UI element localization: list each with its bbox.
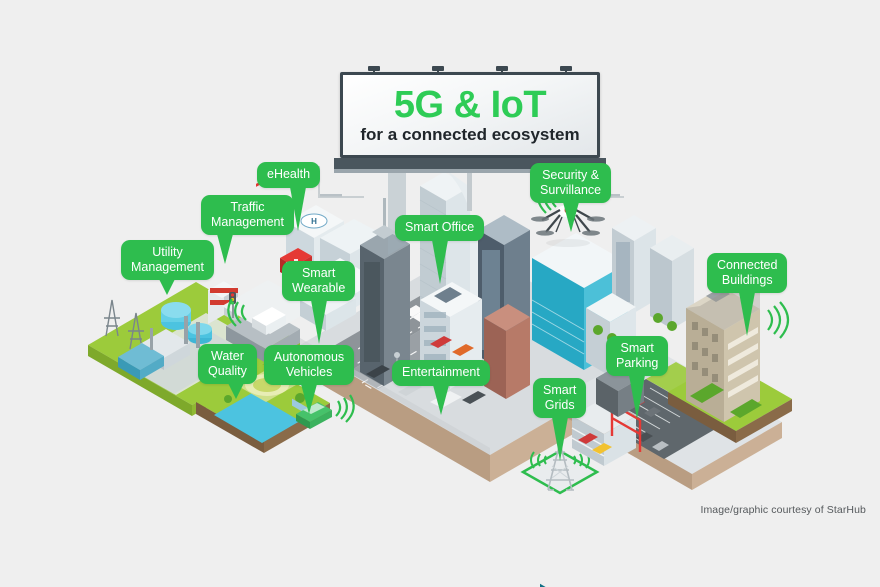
label-pill-tail [432,384,449,415]
billboard: 5G & IoT for a connected ecosystem [318,66,624,211]
label-pill-traffic-management[interactable]: Traffic Management [201,195,294,264]
label-pill-tail [562,202,579,232]
label-pill-tail [431,239,448,284]
billboard-lamp [432,66,444,74]
label-pill-tail [310,300,327,344]
billboard-base-strip [334,169,606,173]
billboard-lamp [560,66,572,74]
label-pill-smart-grids[interactable]: Smart Grids [533,378,587,461]
label-pill-tail [290,186,307,231]
label-pill-connected-buildings[interactable]: Connected Buildings [707,253,788,336]
label-pill-entertainment[interactable]: Entertainment [392,360,490,415]
label-pill-tail [551,417,568,461]
label-pill-tail [301,384,318,414]
label-pill-smart-wearable[interactable]: Smart Wearable [282,261,356,344]
label-pill-text: Water Quality [208,349,247,378]
label-pill-security-survillance[interactable]: Security & Survillance [530,163,612,232]
label-pill-utility-management[interactable]: Utility Management [121,240,214,295]
label-pill-ehealth[interactable]: eHealth [257,162,321,231]
label-pill-text: Entertainment [402,365,480,379]
label-pill-smart-parking[interactable]: Smart Parking [606,336,669,419]
label-pill-smart-office[interactable]: Smart Office [395,215,485,284]
label-pill-text: Utility Management [131,245,204,274]
svg-text:H: H [311,217,317,226]
label-pill-tail [739,292,756,336]
label-pill-autonomous-vehicles[interactable]: Autonomous Vehicles [264,345,355,414]
billboard-subtitle: for a connected ecosystem [360,125,580,144]
billboard-lamp [496,66,508,74]
billboard-title: 5G & IoT [393,84,547,126]
label-pill-text: Autonomous Vehicles [274,350,345,379]
label-pill-tail [629,375,646,419]
billboard-panel: 5G & IoT for a connected ecosystem [340,72,600,158]
label-pill-text: Smart Grids [543,383,577,412]
label-pill-text: Smart Wearable [292,266,346,295]
label-pill-text: eHealth [267,167,311,181]
label-pill-tail [217,234,234,264]
label-pill-tail [227,383,244,399]
billboard-base [334,158,606,169]
label-pill-text: Traffic Management [211,200,284,229]
billboard-post [467,169,472,211]
label-pill-text: Smart Office [405,220,475,234]
label-pill-text: Connected Buildings [717,258,778,287]
label-pill-tail [159,279,176,295]
image-credit: Image/graphic courtesy of StarHub [700,504,866,516]
label-pill-text: Smart Parking [616,341,659,370]
billboard-arm-left [320,194,342,197]
billboard-lamp [368,66,380,74]
label-pill-text: Security & Survillance [540,168,602,197]
label-pill-water-quality[interactable]: Water Quality [198,344,257,399]
